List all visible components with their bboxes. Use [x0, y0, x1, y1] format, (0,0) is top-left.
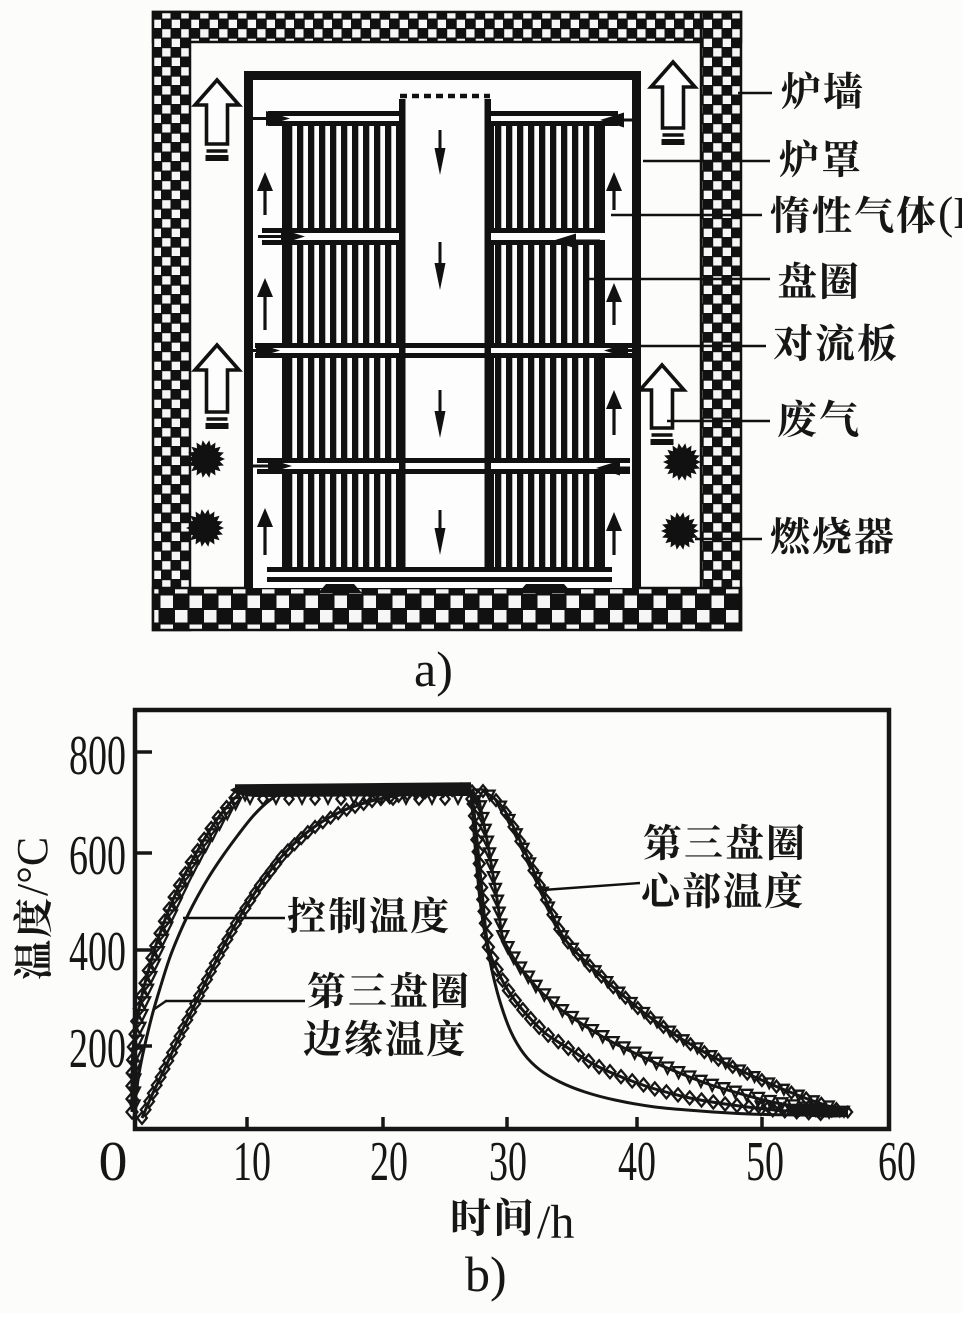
svg-text:600: 600 [69, 825, 126, 887]
svg-text:60: 60 [878, 1131, 916, 1193]
svg-text:800: 800 [69, 725, 126, 787]
svg-text:20: 20 [370, 1131, 408, 1193]
svg-text:/°C: /°C [8, 837, 57, 896]
svg-text:/h: /h [537, 1196, 574, 1249]
svg-text:(H: (H [938, 187, 962, 238]
svg-text:400: 400 [69, 921, 126, 983]
svg-text:b): b) [465, 1246, 507, 1302]
svg-text:10: 10 [233, 1131, 271, 1193]
svg-text:30: 30 [489, 1131, 527, 1193]
svg-text:a): a) [414, 641, 453, 697]
svg-text:40: 40 [618, 1131, 656, 1193]
svg-text:0: 0 [99, 1131, 128, 1193]
svg-text:200: 200 [69, 1018, 126, 1080]
svg-text:50: 50 [746, 1131, 784, 1193]
